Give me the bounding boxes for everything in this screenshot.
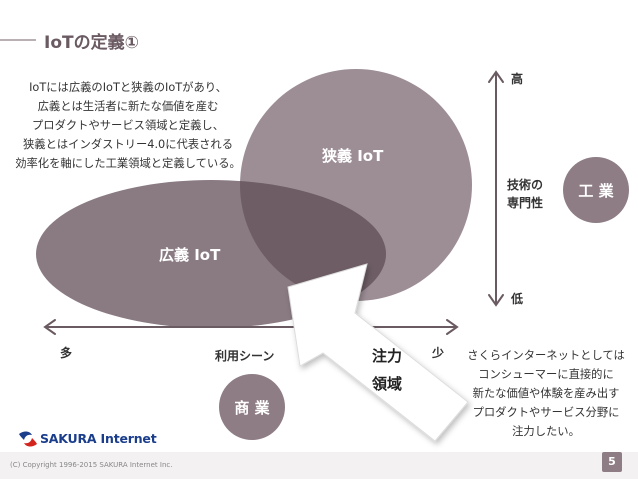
focus-description-line: コンシューマーに直接的に xyxy=(478,368,614,381)
industry-badge-label: 工 業 xyxy=(578,182,614,200)
focus-description-line: プロダクトやサービス分野に xyxy=(472,406,620,419)
broad-iot-label: 広義 IoT xyxy=(159,246,221,264)
axis-few-label: 少 xyxy=(432,346,445,360)
horizontal-axis xyxy=(43,319,459,335)
focus-label-line2: 領域 xyxy=(372,375,403,393)
expertise-label-line1: 技術の xyxy=(507,178,544,192)
sakura-logo-icon xyxy=(19,431,37,447)
intro-line: 効率化を軸にした工業領域と定義している。 xyxy=(15,157,241,170)
axis-many-label: 多 xyxy=(60,346,73,360)
vertical-axis xyxy=(488,70,504,307)
page-title: IoTの定義① xyxy=(44,33,139,53)
intro-line: 広義とは生活者に新たな価値を産む xyxy=(37,100,219,113)
axis-high-label: 高 xyxy=(511,72,524,86)
focus-arrow xyxy=(287,263,469,442)
usage-scene-label: 利用シーン xyxy=(215,349,275,363)
industry-badge xyxy=(563,157,629,223)
intro-line: 狭義とはインダストリー4.0に代表される xyxy=(22,138,233,151)
axis-low-label: 低 xyxy=(511,292,524,306)
copyright-text: (C) Copyright 1996-2015 SAKURA Internet … xyxy=(10,461,173,469)
focus-description-line: さくらインターネットとしては xyxy=(467,349,625,362)
page-number-badge xyxy=(602,452,622,472)
focus-description-line: 新たな価値や体験を産み出す xyxy=(472,387,620,400)
expertise-label-line2: 専門性 xyxy=(507,196,544,210)
footer-bar xyxy=(0,452,638,479)
logo-text: SAKURA Internet xyxy=(40,431,157,446)
focus-description-line: 注力したい。 xyxy=(512,425,580,438)
intro-line: プロダクトやサービス領域と定義し、 xyxy=(31,119,225,132)
page-number: 5 xyxy=(608,455,616,468)
intro-line: IoTには広義のIoTと狭義のIoTがあり、 xyxy=(29,81,227,94)
focus-description: さくらインターネットとしては コンシューマーに直接的に 新たな価値や体験を産み出… xyxy=(460,346,632,441)
title-rule xyxy=(0,39,36,41)
commerce-badge xyxy=(219,374,285,440)
focus-label-line1: 注力 xyxy=(372,347,403,365)
narrow-iot-label: 狭義 IoT xyxy=(322,147,384,165)
commerce-badge-label: 商 業 xyxy=(234,399,270,417)
intro-text: IoTには広義のIoTと狭義のIoTがあり、 広義とは生活者に新たな価値を産む … xyxy=(6,78,250,173)
